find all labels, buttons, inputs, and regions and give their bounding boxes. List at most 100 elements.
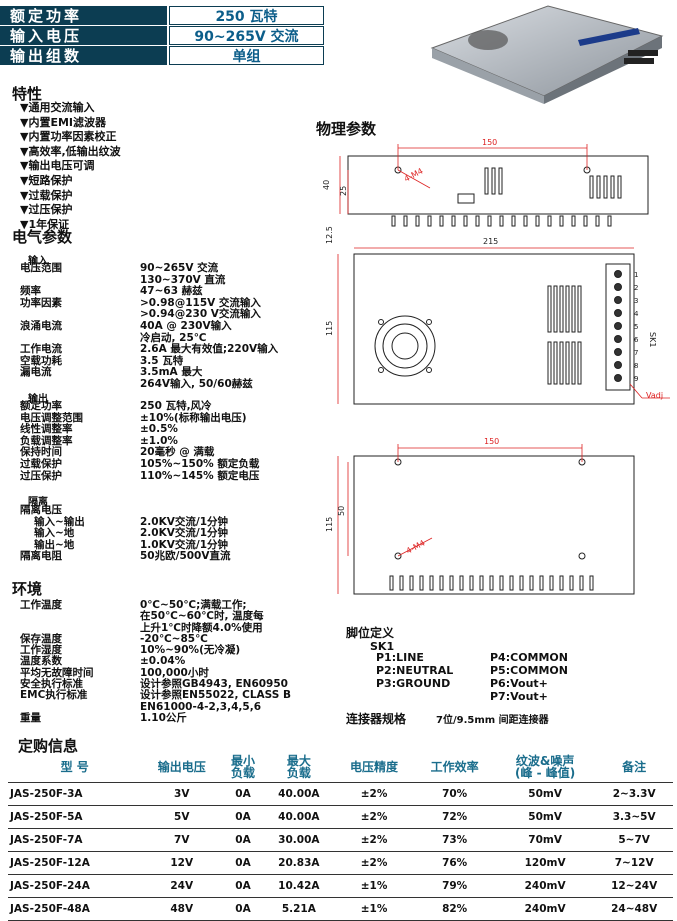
ordering-header-row: 型 号输出电压最小 负载最大 负载电压精度工作效率纹波&噪声 (峰 - 峰值)备… — [8, 752, 673, 783]
terminal-number: 2 — [634, 284, 638, 292]
connector-spec-value: 7位/9.5mm 间距连接器 — [436, 715, 549, 726]
terminal-number: 6 — [634, 336, 639, 344]
spec-row: 负载调整率±1.0% — [20, 434, 320, 448]
table-header-cell: 型 号 — [8, 752, 142, 783]
spec-key: 输入~输出 — [34, 515, 85, 528]
spec-value: 100,000小时 — [140, 666, 209, 679]
spec-key: 输出~地 — [34, 538, 75, 551]
spec-key: 保持时间 — [20, 446, 62, 459]
physical-title: 物理参数 — [316, 120, 377, 138]
table-cell: ±2% — [333, 851, 415, 875]
spec-value: 264V输入, 50/60赫兹 — [140, 377, 253, 390]
spec-value: ±0.5% — [140, 423, 178, 436]
spec-key: 过载保护 — [20, 457, 62, 470]
table-cell: ±2% — [333, 828, 415, 852]
product-photo — [430, 5, 664, 104]
dim-height: 115 — [325, 321, 334, 336]
dim-top-width: 150 — [482, 138, 497, 147]
table-cell: 0A — [222, 851, 264, 875]
table-cell: 73% — [414, 828, 495, 852]
table-cell: 5~7V — [595, 828, 673, 852]
terminal-number: 5 — [634, 323, 638, 331]
header-value: 单组 — [168, 46, 324, 65]
features-list: ▼通用交流输入▼内置EMI滤波器▼内置功率因素校正▼高效率,低输出纹波▼输出电压… — [20, 101, 121, 232]
spec-key: 隔离电压 — [20, 504, 62, 516]
terminal-number: 4 — [634, 310, 639, 318]
ordering-title: 定购信息 — [18, 737, 79, 755]
spec-value: 2.6A 最大有效值;220V输入 — [140, 343, 279, 356]
table-cell: 76% — [414, 851, 495, 875]
terminal-number: 8 — [634, 362, 638, 370]
table-cell: 5.21A — [263, 897, 334, 921]
spec-row: 130~370V 直流 — [20, 274, 320, 287]
spec-value: >0.98@115V 交流输入 — [140, 296, 261, 309]
spec-row: 温度系数±0.04% — [20, 656, 320, 667]
spec-key: 负载调整率 — [20, 434, 73, 447]
spec-key: 漏电流 — [20, 366, 52, 379]
spec-value: 设计参照GB4943, EN60950 — [140, 678, 288, 691]
header-row-input: 输入电压 90~265V 交流 — [0, 26, 324, 45]
table-cell: 0A — [222, 782, 264, 806]
table-cell: JAS-250F-48A — [8, 897, 142, 921]
mechanical-drawing: 150 4-M4 4-M4 150 40 25 12.5 215 115 115… — [322, 138, 670, 595]
table-cell: 240mV — [494, 897, 596, 921]
pins-connector: SK1 — [370, 640, 395, 653]
spec-row: 冷启动, 25℃ — [20, 332, 320, 345]
feature-item: ▼内置EMI滤波器 — [20, 115, 107, 129]
table-cell: 12V — [141, 851, 223, 875]
table-cell: 10.42A — [263, 874, 334, 898]
pin-item: P2:NEUTRAL — [376, 664, 454, 677]
pin-item: P3:GROUND — [376, 677, 451, 690]
header-label: 输出组数 — [0, 46, 167, 65]
spec-value: 50兆欧/500V直流 — [140, 550, 231, 563]
table-cell: 12~24V — [595, 874, 673, 898]
isolation-subtitle: 隔离 — [28, 497, 48, 508]
spec-key: 输入~地 — [34, 527, 75, 540]
table-cell: 72% — [414, 805, 495, 829]
table-cell: 3.3~5V — [595, 805, 673, 829]
table-cell: 7V — [141, 828, 223, 852]
table-cell: 0A — [222, 805, 264, 829]
spec-value: 1.0KV交流/1分钟 — [140, 538, 229, 551]
spec-key: 温度系数 — [20, 655, 62, 668]
pin-item: P6:Vout+ — [490, 677, 548, 690]
table-cell: 50mV — [494, 805, 596, 829]
table-cell: ±1% — [333, 897, 415, 921]
header-value: 90~265V 交流 — [168, 26, 324, 45]
header-row-power: 额定功率 250 瓦特 — [0, 6, 324, 25]
spec-value: 20毫秒 @ 满载 — [140, 446, 215, 459]
dim-side-h1: 40 — [322, 180, 331, 190]
header-row-outputs: 输出组数 单组 — [0, 46, 324, 65]
spec-value: 3.5mA 最大 — [140, 366, 203, 379]
table-cell: JAS-250F-3A — [8, 782, 142, 806]
table-cell: ±2% — [333, 805, 415, 829]
spec-value: 47~63 赫兹 — [140, 285, 203, 298]
terminal-number: 3 — [634, 297, 638, 305]
spec-key: 功率因素 — [20, 296, 62, 309]
spec-row: EN61000-4-2,3,4,5,6 — [20, 701, 320, 713]
table-cell: 40.00A — [263, 782, 334, 806]
pins-title: 脚位定义 — [346, 626, 395, 640]
spec-row: 安全执行标准设计参照GB4943, EN60950 — [20, 678, 320, 691]
table-cell: JAS-250F-7A — [8, 828, 142, 852]
table-cell: ±2% — [333, 782, 415, 806]
spec-value: 设计参照EN55022, CLASS B — [140, 689, 291, 702]
spec-row: 隔离电压 — [20, 504, 320, 517]
feature-item: ▼过载保护 — [20, 188, 73, 202]
terminal-number: 7 — [634, 349, 638, 357]
feature-item: ▼输出电压可调 — [20, 159, 95, 173]
pin-item: P5:COMMON — [490, 664, 568, 677]
spec-key: 隔离电阻 — [20, 550, 62, 563]
spec-key: 工作湿度 — [20, 644, 62, 657]
